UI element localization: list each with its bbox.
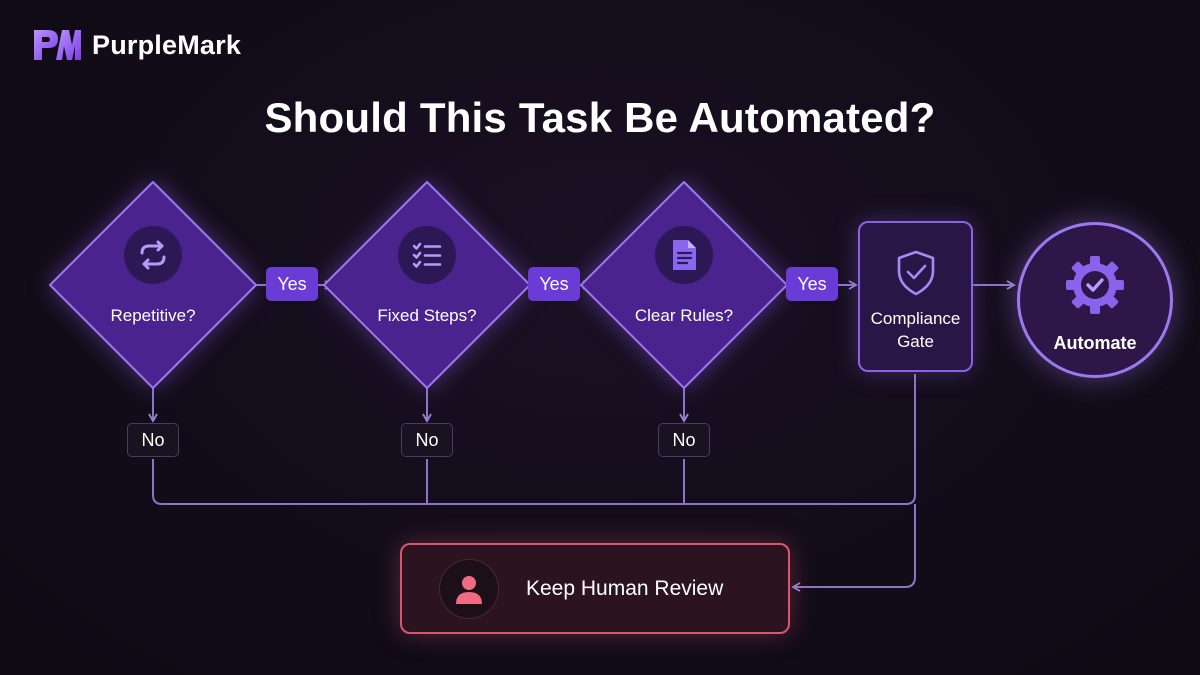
gate-label-line1: Compliance [870, 309, 961, 328]
decision-label: Fixed Steps? [377, 306, 477, 325]
automate-label: Automate [1053, 333, 1137, 353]
yes-label: Yes [266, 267, 318, 301]
yes-label: Yes [786, 267, 838, 301]
connector-no-bus [152, 374, 916, 505]
decision-fixed-steps: Fixed Steps? [322, 180, 532, 390]
document-icon [655, 226, 713, 284]
checklist-icon [398, 226, 456, 284]
compliance-gate: Compliance Gate [858, 221, 973, 372]
brand-name: PurpleMark [92, 29, 242, 60]
brand: PurpleMark [32, 28, 241, 62]
gear-check-icon [1063, 253, 1127, 322]
decision-label: Clear Rules? [634, 306, 734, 325]
yes-label: Yes [528, 267, 580, 301]
purplemark-logo-icon [34, 30, 81, 60]
no-label: No [658, 423, 710, 457]
person-icon [439, 559, 499, 619]
decision-clear-rules: Clear Rules? [579, 180, 789, 390]
automate-node: Automate [1017, 222, 1173, 378]
connector-to-human-review [791, 504, 916, 592]
shield-check-icon [895, 249, 937, 302]
decision-label: Repetitive? [110, 306, 196, 325]
page-title: Should This Task Be Automated? [264, 94, 936, 141]
human-review-label: Keep Human Review [526, 577, 724, 600]
human-review-node: Keep Human Review [400, 543, 790, 634]
no-label: No [127, 423, 179, 457]
decision-repetitive: Repetitive? [48, 180, 258, 390]
gate-label: Compliance Gate [860, 307, 971, 353]
no-label: No [401, 423, 453, 457]
gate-label-line2: Gate [897, 332, 934, 351]
refresh-icon [124, 226, 182, 284]
